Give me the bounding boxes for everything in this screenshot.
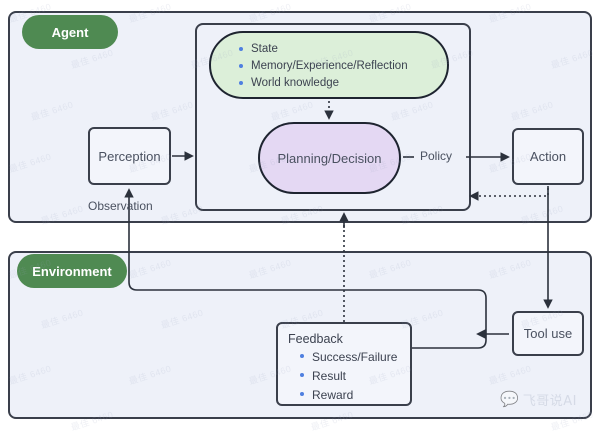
memory-bullet-list: State Memory/Experience/Reflection World… — [237, 41, 447, 92]
memory-item: Memory/Experience/Reflection — [237, 58, 447, 75]
feedback-title: Feedback — [288, 332, 343, 346]
wire-env-bus-to-observation — [128, 223, 487, 349]
memory-item: State — [237, 41, 447, 58]
memory-item: World knowledge — [237, 75, 447, 92]
observation-label: Observation — [88, 199, 153, 213]
environment-pill-label: Environment — [17, 254, 127, 288]
feedback-item: Reward — [298, 386, 400, 405]
policy-label: Policy — [420, 149, 453, 163]
feedback-item: Success/Failure — [298, 348, 400, 367]
tool-use-box: Tool use — [512, 311, 584, 356]
brand-watermark-text: 飞哥说AI — [522, 394, 577, 409]
feedback-card: Feedback Success/Failure Result Reward — [276, 322, 412, 406]
feedback-bullet-list: Success/Failure Result Reward — [298, 348, 400, 405]
memory-block: State Memory/Experience/Reflection World… — [209, 31, 449, 99]
agent-pill-label: Agent — [22, 15, 118, 49]
brand-watermark: 💬 飞哥说AI — [500, 390, 577, 409]
action-box: Action — [512, 128, 584, 185]
wire-action-feedback-to-core — [469, 188, 549, 201]
perception-box: Perception — [88, 127, 171, 185]
wechat-icon: 💬 — [500, 391, 519, 408]
planning-decision-block: Planning/Decision — [258, 122, 401, 194]
feedback-item: Result — [298, 367, 400, 386]
